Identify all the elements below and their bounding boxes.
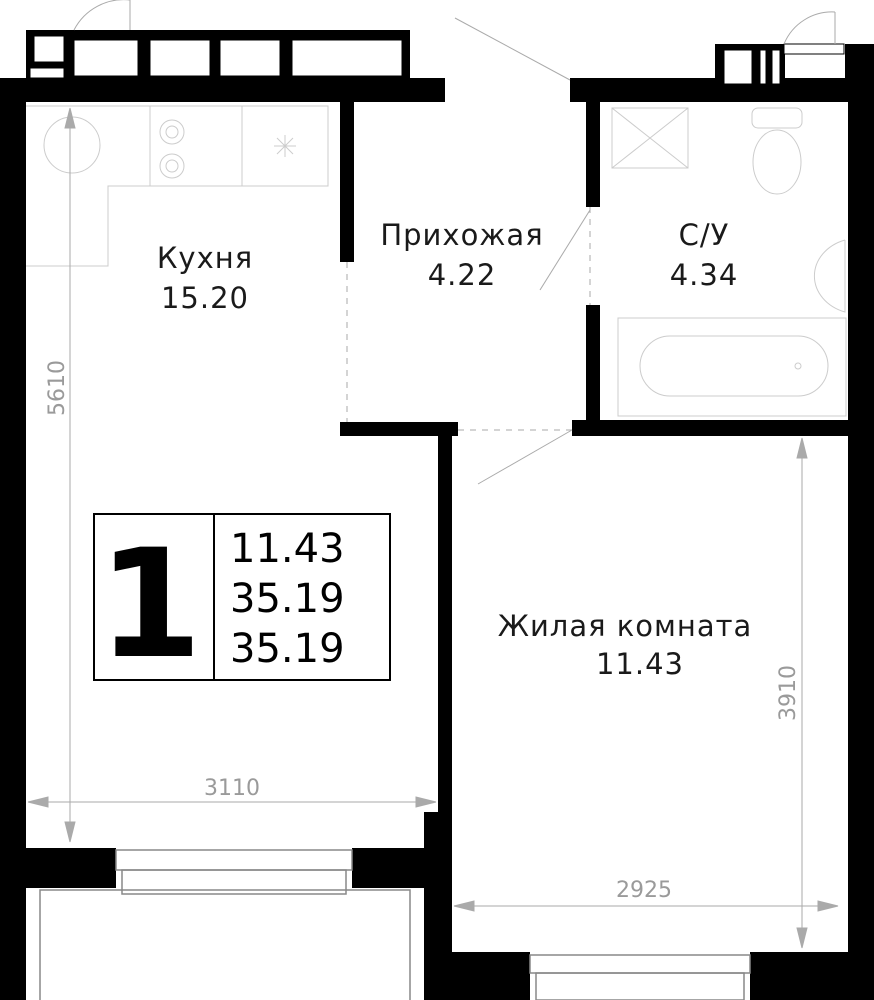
room-name-bathroom: С/У xyxy=(679,218,730,252)
toilet-tank xyxy=(751,107,803,129)
summary-total-area: 35.19 xyxy=(230,576,345,622)
stove-burner-2-icon xyxy=(159,153,185,179)
room-area-living: 11.43 xyxy=(596,647,684,681)
window-pane-3 xyxy=(73,39,139,77)
wall-kitchen-living-h xyxy=(340,422,458,436)
wall-top-left xyxy=(0,78,445,102)
dim-living-width-arrow-right xyxy=(817,900,839,912)
kitchen-counter xyxy=(26,105,329,267)
kitchen-fixtures xyxy=(26,105,329,267)
window-frames xyxy=(29,35,845,85)
room-area-bathroom: 4.34 xyxy=(670,258,739,292)
wall-bottom-right-b xyxy=(750,952,874,1000)
stove-burner-3-icon xyxy=(165,125,179,139)
window-pane-6 xyxy=(291,39,403,77)
walls xyxy=(0,30,874,1000)
summary-box: 1 11.43 35.19 35.19 xyxy=(93,513,391,692)
room-area-kitchen: 15.20 xyxy=(161,281,249,315)
dim-kitchen-width-arrow-right xyxy=(415,796,437,808)
wall-left xyxy=(0,78,26,1000)
summary-total-area-2: 35.19 xyxy=(230,626,345,672)
wall-bottom-mid xyxy=(352,848,452,888)
dim-kitchen-height: 5610 xyxy=(45,360,70,416)
door-bathroom-leaf xyxy=(539,209,591,291)
wall-kitchen-living-v xyxy=(438,422,452,842)
wall-bottom-right-a xyxy=(424,952,530,1000)
dim-living-height: 3910 xyxy=(776,665,801,721)
wall-bottom-left xyxy=(0,848,116,888)
wall-right xyxy=(848,78,874,1000)
window-kitchen-bottom-inner xyxy=(121,869,347,895)
bathtub-inner xyxy=(639,335,829,397)
dim-living-width-arrow-left xyxy=(453,900,475,912)
window-kitchen-bottom xyxy=(115,849,353,871)
window-pane-9 xyxy=(771,49,781,85)
door-entry-leaf xyxy=(454,17,571,81)
door-top-left-arc xyxy=(73,0,130,31)
room-name-kitchen: Кухня xyxy=(157,241,253,275)
shower-tray-diagonals xyxy=(611,107,689,169)
dim-kitchen-width: 3110 xyxy=(204,776,260,801)
dim-living-width: 2925 xyxy=(616,878,672,903)
bottom-windows xyxy=(39,849,751,1000)
wall-bathroom-bottom xyxy=(572,420,874,436)
dim-kitchen-height-arrow-bottom xyxy=(64,821,76,843)
toilet-icon xyxy=(752,129,802,195)
window-pane-8 xyxy=(759,49,767,85)
dim-kitchen-height-arrow-top xyxy=(64,107,76,129)
room-name-living: Жилая комната xyxy=(498,609,753,643)
dim-living-height-arrow-bottom xyxy=(796,927,808,949)
door-top-right-arc xyxy=(783,11,836,45)
window-pane-5 xyxy=(219,39,281,77)
bathtub xyxy=(617,317,847,417)
window-living-bottom xyxy=(529,954,751,974)
room-area-hallway: 4.22 xyxy=(428,258,497,292)
bathtub-drain-icon xyxy=(794,362,802,370)
wall-kitchen-hallway xyxy=(340,102,354,262)
dim-living-height-arrow-top xyxy=(796,437,808,459)
shower-tray xyxy=(611,107,689,169)
wall-top-right-corner xyxy=(845,44,874,78)
dim-kitchen-width-arrow-left xyxy=(27,796,49,808)
window-pane-1 xyxy=(33,35,65,63)
bathroom-fixtures xyxy=(611,107,847,417)
balcony-outline xyxy=(39,889,411,1000)
window-pane-4 xyxy=(149,39,211,77)
summary-box-border xyxy=(93,513,391,681)
wall-bathroom-left-lower xyxy=(586,305,600,435)
dimension-lines xyxy=(27,107,839,949)
doors xyxy=(73,0,836,485)
window-pane-2 xyxy=(29,67,65,79)
window-living-bottom-inner xyxy=(535,972,745,1000)
washbasin-icon xyxy=(813,239,846,313)
fridge-icon xyxy=(274,135,296,157)
wall-bathroom-left-upper xyxy=(586,102,600,207)
summary-living-area: 11.43 xyxy=(230,526,345,572)
summary-room-count: 1 xyxy=(98,518,202,692)
window-pane-7 xyxy=(723,49,753,85)
room-name-hallway: Прихожая xyxy=(380,218,543,252)
door-living-leaf xyxy=(477,429,573,485)
stove-burner-1-icon xyxy=(159,119,185,145)
window-pane-10 xyxy=(783,43,845,55)
stove-burner-4-icon xyxy=(165,159,179,173)
